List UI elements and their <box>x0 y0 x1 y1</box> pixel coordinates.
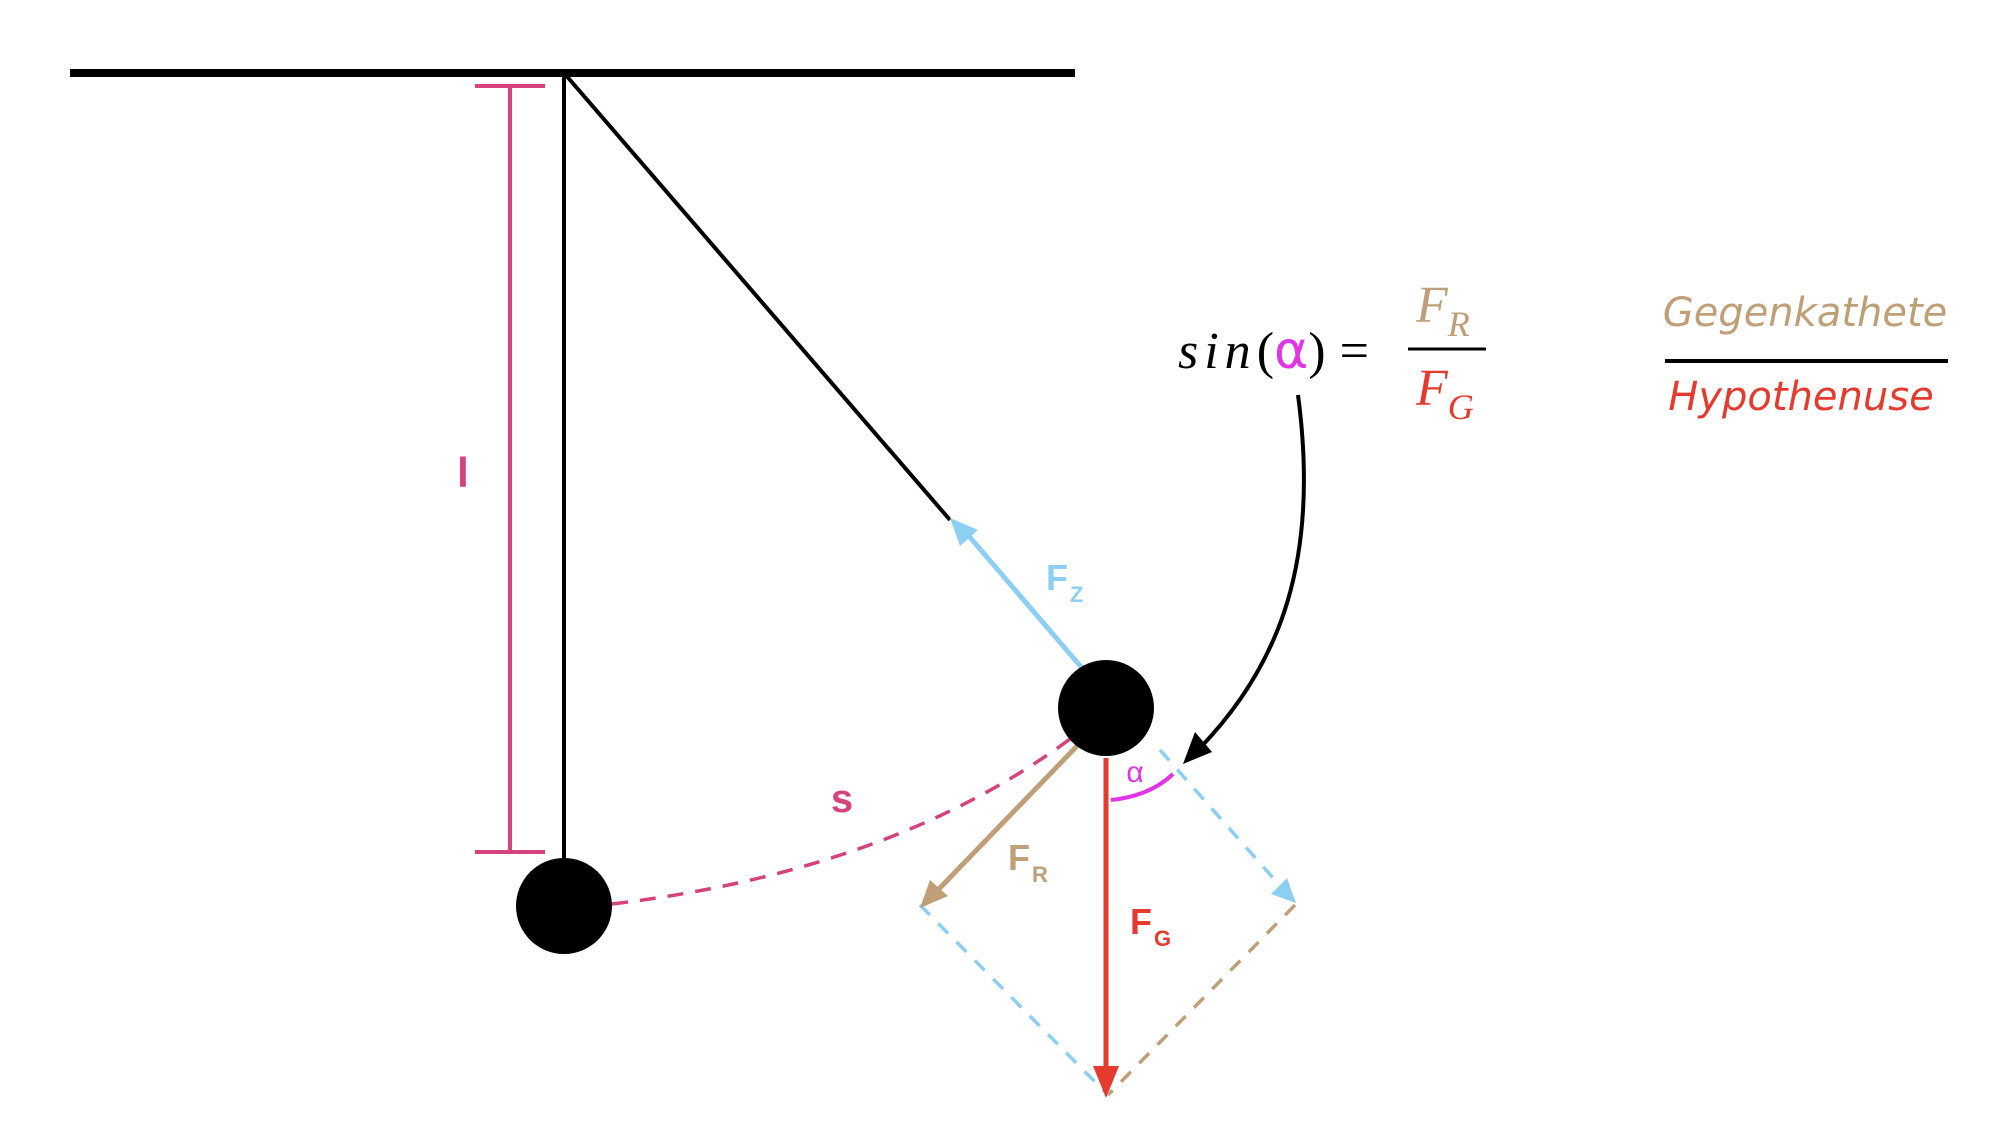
ratio-numerator: Gegenkathete <box>1663 290 1948 336</box>
pointer-arrowhead <box>1183 732 1212 764</box>
angle-arc <box>1110 772 1175 802</box>
restoring-force-label: FR <box>1008 837 1048 887</box>
restoring-parallel-dashed <box>1106 903 1297 1097</box>
deflected-bob <box>1058 660 1154 756</box>
pointer-arrow <box>1198 394 1306 750</box>
rest-bob <box>516 858 612 954</box>
gravity-parallel-dashed <box>918 903 1110 1097</box>
formula: sin(α)= FR FG <box>1178 277 1486 427</box>
formula-numerator: FR <box>1415 277 1470 344</box>
restoring-force-arrow <box>934 743 1080 894</box>
deflected-string <box>562 71 952 522</box>
tension-component-arrowhead <box>1271 878 1296 903</box>
formula-lhs: sin(α)= <box>1178 321 1369 381</box>
tension-component-dashed <box>1158 748 1284 890</box>
restoring-force-arrowhead <box>920 880 948 908</box>
tension-force-arrow <box>966 533 1084 670</box>
length-marker <box>475 84 545 854</box>
formula-denominator: FG <box>1415 360 1474 427</box>
gravity-force-arrowhead <box>1093 1066 1119 1098</box>
gravity-force-label: FG <box>1130 901 1171 951</box>
ratio-denominator: Hypothenuse <box>1668 374 1933 420</box>
angle-label: α <box>1126 756 1143 789</box>
tension-force-label: FZ <box>1046 557 1083 607</box>
length-label: l <box>457 449 469 496</box>
tension-force-arrowhead <box>950 518 978 546</box>
arc-label: s <box>831 777 853 821</box>
